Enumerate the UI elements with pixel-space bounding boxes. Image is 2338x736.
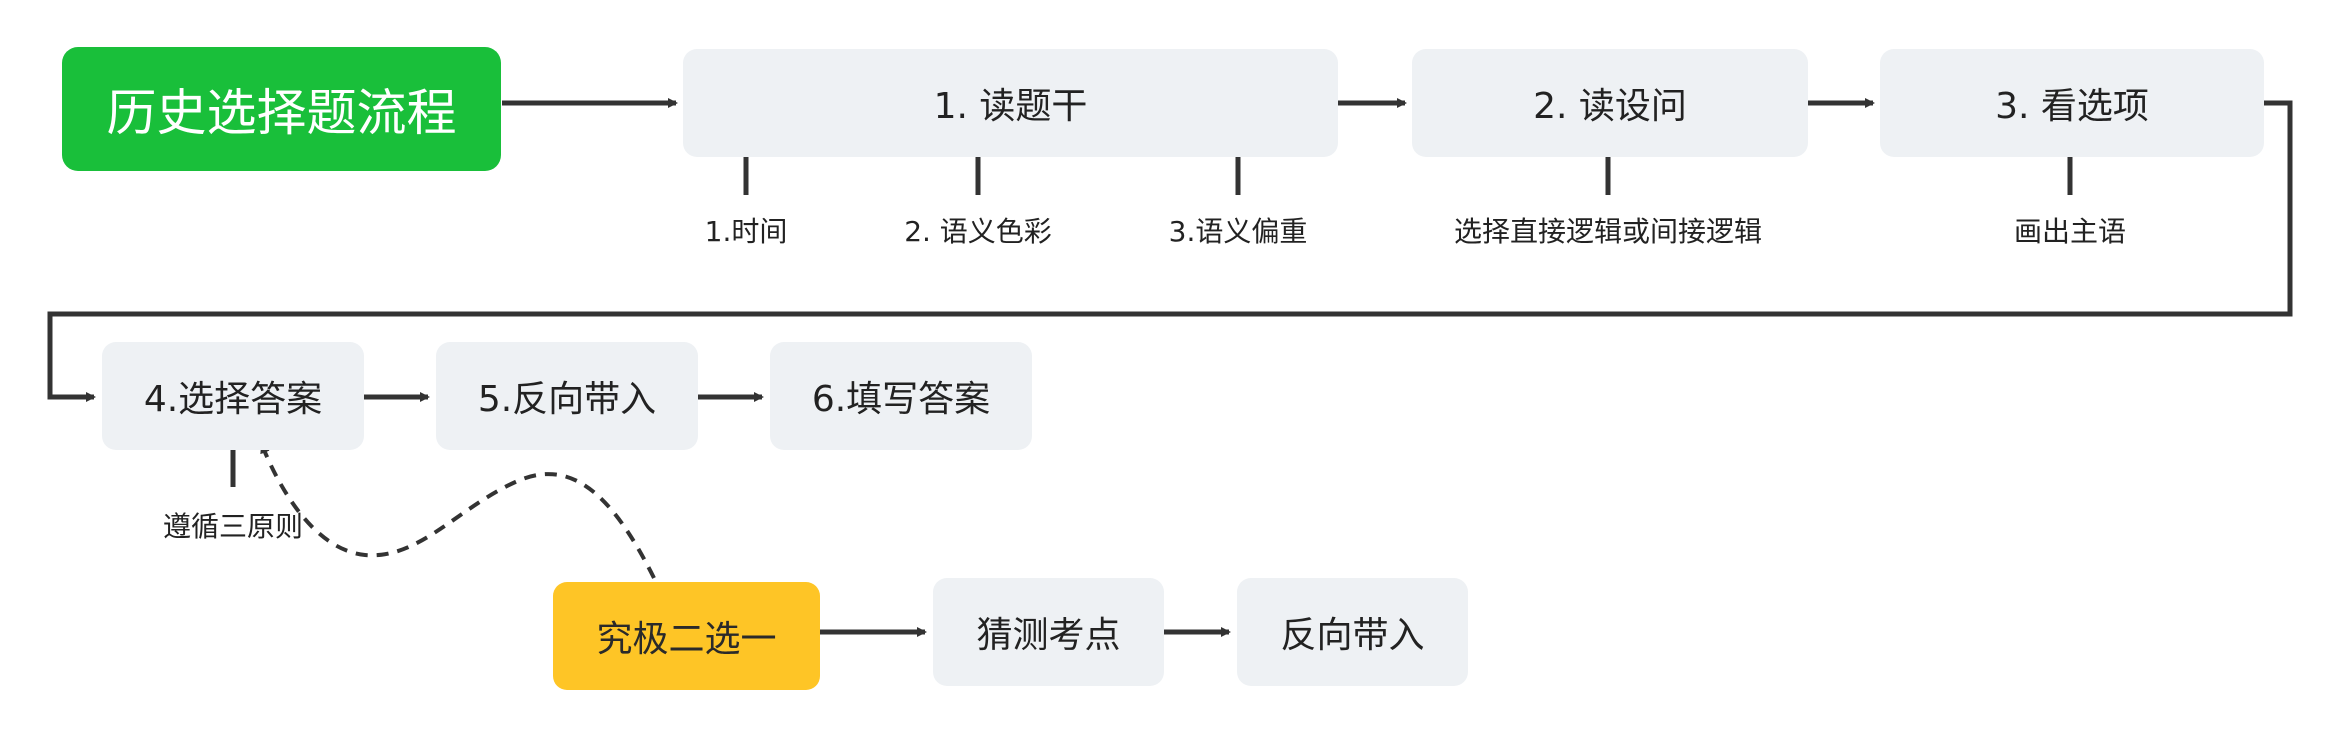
note-three-principles: 遵循三原则 bbox=[162, 510, 304, 543]
step-read-stem: 1. 读题干 bbox=[683, 49, 1338, 157]
step-choose-answer: 4.选择答案 bbox=[102, 342, 364, 450]
flow-title: 历史选择题流程 bbox=[62, 47, 501, 171]
branch-reverse-check: 反向带入 bbox=[1237, 578, 1468, 686]
step-read-options: 3. 看选项 bbox=[1880, 49, 2264, 157]
step-read-question: 2. 读设问 bbox=[1412, 49, 1808, 157]
step-reverse-check: 5.反向带入 bbox=[436, 342, 698, 450]
branch-guess-point: 猜测考点 bbox=[933, 578, 1164, 686]
dashed-link-branch-to-step4 bbox=[260, 443, 656, 579]
arrow-step3-to-step4 bbox=[47, 100, 2293, 402]
note-semantic-emphasis: 3.语义偏重 bbox=[1168, 215, 1308, 248]
note-time: 1.时间 bbox=[704, 215, 788, 248]
branch-final-choice: 究极二选一 bbox=[553, 582, 820, 690]
step-fill-answer: 6.填写答案 bbox=[770, 342, 1032, 450]
note-logic-choice: 选择直接逻辑或间接逻辑 bbox=[1453, 215, 1763, 248]
note-semantic-color: 2. 语义色彩 bbox=[904, 215, 1052, 248]
note-mark-subject: 画出主语 bbox=[2013, 215, 2127, 248]
